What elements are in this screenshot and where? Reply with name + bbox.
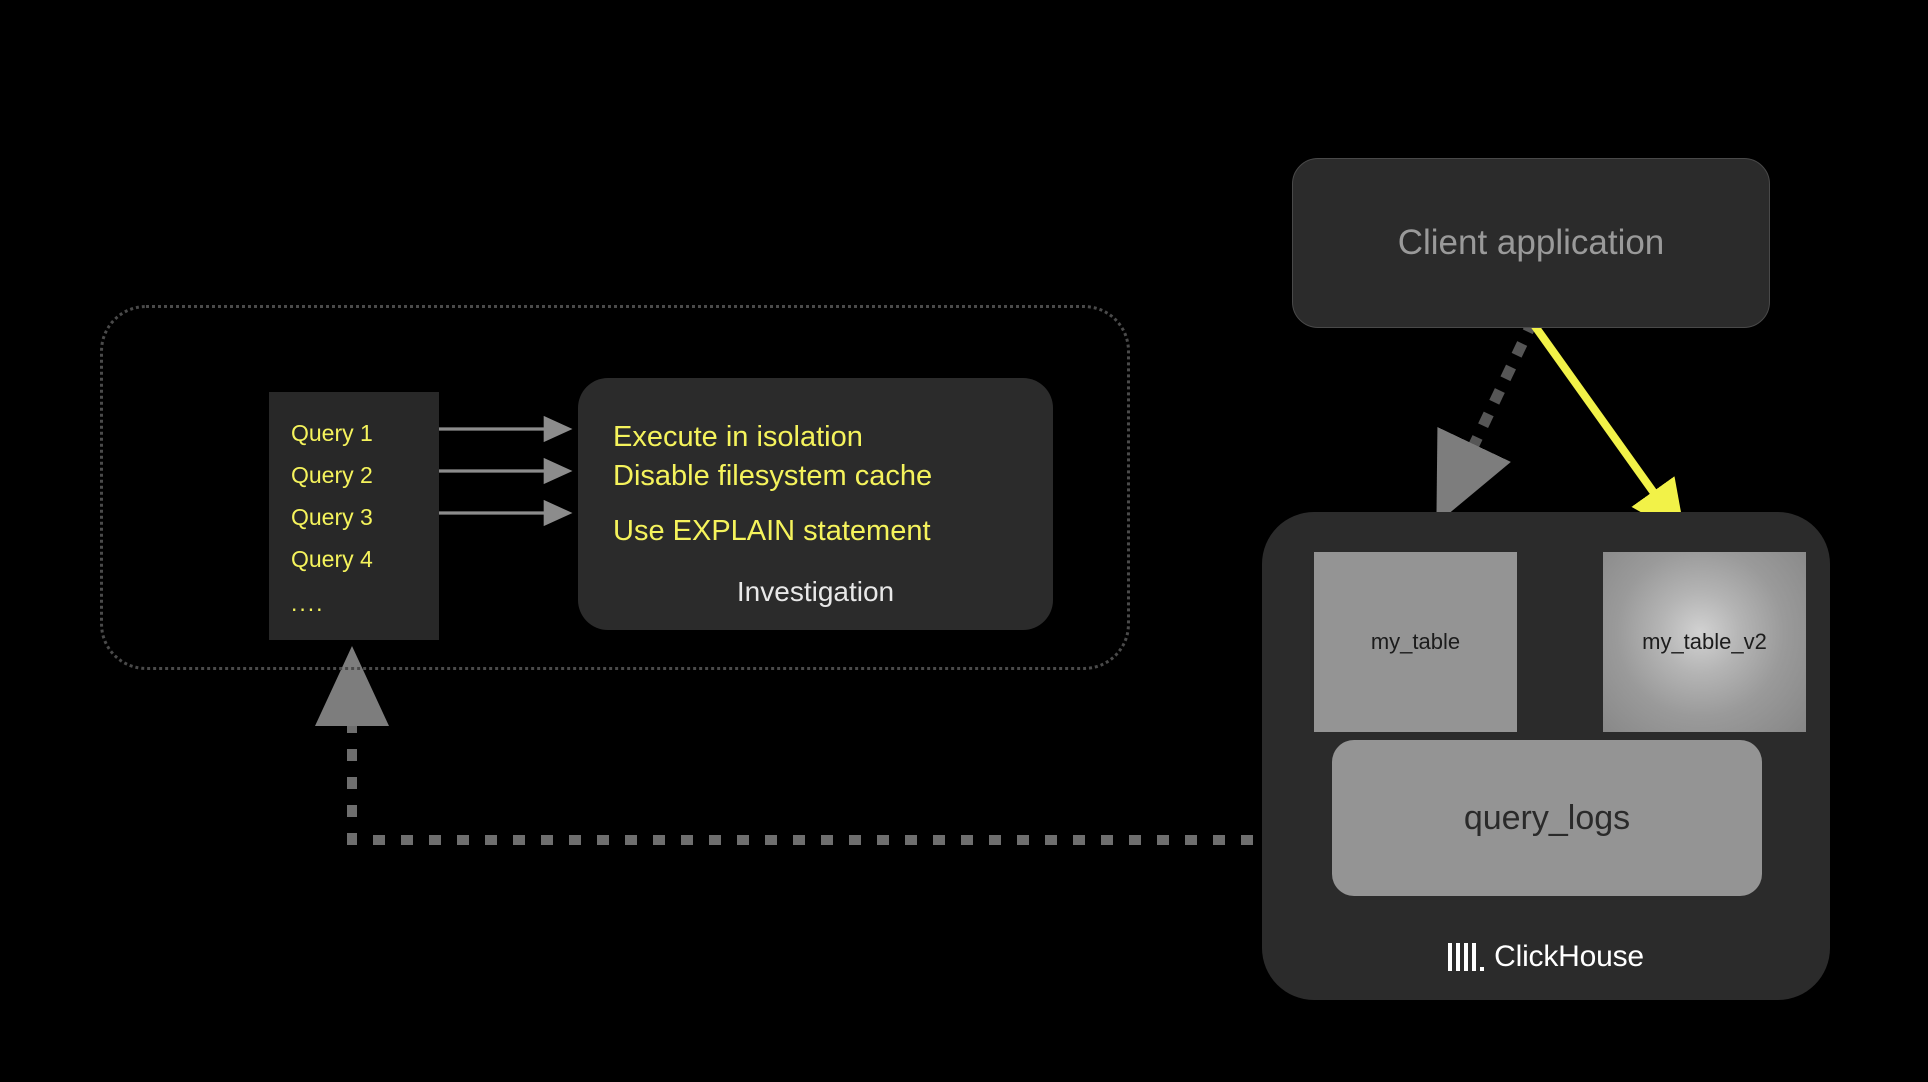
table-my-table: my_table [1314,552,1517,732]
arrow-client-to-my-table-v2 [1528,319,1686,538]
table-query-logs: query_logs [1332,740,1762,896]
clickhouse-panel: my_table my_table_v2 query_logs ClickHou… [1262,512,1830,1000]
table-label: query_logs [1463,798,1631,837]
client-application-box: Client application [1292,158,1770,328]
query-list-panel: Query 1 Query 2 Query 3 Query 4 .... [269,392,439,640]
clickhouse-logo: ClickHouse [1262,940,1830,974]
investigation-step: Execute in isolation [613,421,863,453]
arrow-client-to-my-table [1435,317,1539,524]
logo-bar [1472,943,1477,971]
logo-bar [1448,943,1453,971]
investigation-caption: Investigation [736,576,895,607]
list-item: Query 4 [291,546,373,572]
table-label: my_table [1370,629,1461,654]
investigation-steps: Execute in isolation Disable filesystem … [613,418,1033,551]
clickhouse-wordmark: ClickHouse [1494,940,1644,973]
investigation-step: Use EXPLAIN statement [613,515,931,547]
client-application-label: Client application [1397,223,1665,262]
arrow-query-logs-to-query-list [315,645,1337,845]
table-label: my_table_v2 [1642,629,1767,654]
logo-bar [1456,943,1461,971]
list-item: Query 2 [291,462,373,488]
logo-bar [1464,943,1469,971]
logo-dot [1480,967,1485,971]
list-ellipsis: .... [291,590,325,616]
investigation-step: Disable filesystem cache [613,460,933,492]
investigation-region [100,305,1130,670]
investigation-card: Execute in isolation Disable filesystem … [578,378,1053,630]
list-item: Query 1 [291,420,373,446]
clickhouse-mark-icon [1448,943,1485,971]
list-item: Query 3 [291,504,373,530]
table-my-table-v2: my_table_v2 [1603,552,1806,732]
